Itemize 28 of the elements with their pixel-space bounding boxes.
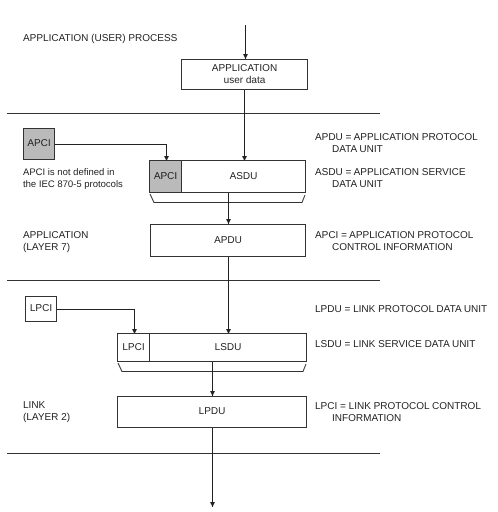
definition-text: ASDU = APPLICATION SERVICE DATA UNIT xyxy=(315,167,467,191)
data-unit-frame xyxy=(117,333,307,362)
definition-text: LPDU = LINK PROTOCOL DATA UNIT xyxy=(315,304,488,316)
data-unit-box: APDU xyxy=(150,224,306,257)
arrow xyxy=(226,192,231,224)
box-heading: APPLICATION xyxy=(212,62,278,74)
process-label: APPLICATION (USER) PROCESS xyxy=(23,33,178,45)
arrow xyxy=(210,428,215,508)
process-box xyxy=(181,59,308,90)
arrow xyxy=(54,144,169,162)
header-box: APCI xyxy=(23,128,55,160)
definition-text: LSDU = LINK SERVICE DATA UNIT xyxy=(315,339,476,351)
definition-text: APCI = APPLICATION PROTOCOL CONTROL INFORMATION xyxy=(315,230,474,254)
note-text: APCI is not defined in the IEC 870-5 protocols xyxy=(23,167,124,191)
header-segment: APCI xyxy=(150,161,182,192)
data-unit-frame xyxy=(149,160,306,193)
arrow xyxy=(210,362,215,396)
arrow xyxy=(226,256,231,334)
definition-text: APDU = APPLICATION PROTOCOL DATA UNIT xyxy=(315,132,478,156)
layer-label: LINK (LAYER 2) xyxy=(23,400,72,424)
definition-text: LPCI = LINK PROTOCOL CONTROL INFORMATION xyxy=(315,401,482,425)
header-box: LPCI xyxy=(25,296,57,322)
data-unit-box: LPDU xyxy=(117,396,307,428)
layer-label: APPLICATION (LAYER 7) xyxy=(23,230,90,254)
box-text: user data xyxy=(224,74,266,86)
arrow xyxy=(56,309,137,334)
arrow xyxy=(243,24,248,60)
arrow xyxy=(242,90,247,162)
